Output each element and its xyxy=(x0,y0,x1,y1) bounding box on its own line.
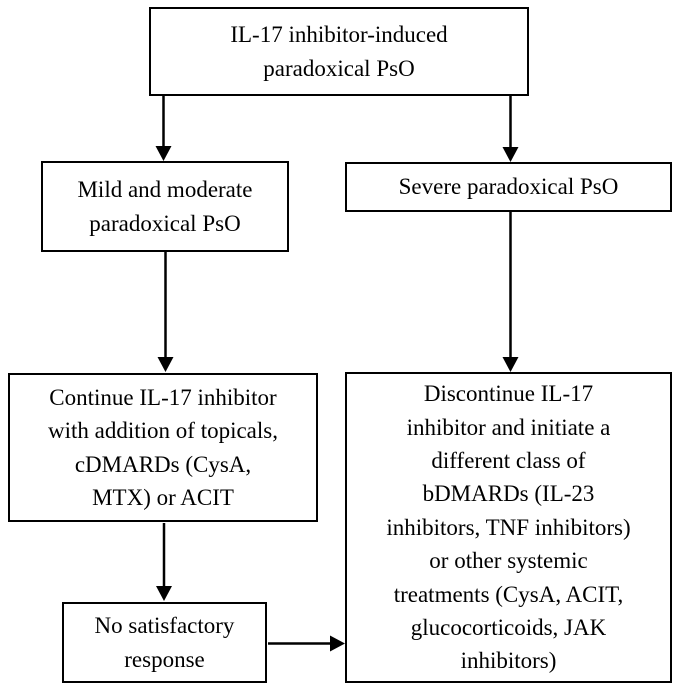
node-root: IL-17 inhibitor-induced paradoxical PsO xyxy=(149,7,529,96)
node-discontinue-il17: Discontinue IL-17 inhibitor and initiate… xyxy=(345,372,672,683)
arrow-mild-to-continue xyxy=(157,252,174,372)
node-root-label: IL-17 inhibitor-induced paradoxical PsO xyxy=(230,22,448,81)
node-mild-moderate: Mild and moderate paradoxical PsO xyxy=(41,161,289,252)
node-no-satisfactory-response: No satisfactory response xyxy=(62,602,267,683)
node-severe-label: Severe paradoxical PsO xyxy=(398,174,619,200)
arrow-root-to-severe xyxy=(502,96,519,162)
arrow-severe-to-discontinue xyxy=(502,212,519,372)
arrow-continue-to-noresponse xyxy=(156,523,172,601)
node-continue-il17: Continue IL-17 inhibitor with addition o… xyxy=(8,373,318,522)
node-mild-moderate-label: Mild and moderate paradoxical PsO xyxy=(77,177,253,236)
node-severe: Severe paradoxical PsO xyxy=(345,162,672,212)
node-no-satisfactory-response-label: No satisfactory response xyxy=(94,613,235,672)
arrow-root-to-mild xyxy=(155,96,172,161)
node-discontinue-il17-label: Discontinue IL-17 inhibitor and initiate… xyxy=(386,381,631,674)
node-continue-il17-label: Continue IL-17 inhibitor with addition o… xyxy=(48,384,278,510)
arrow-noresponse-to-discontinue xyxy=(268,635,345,652)
